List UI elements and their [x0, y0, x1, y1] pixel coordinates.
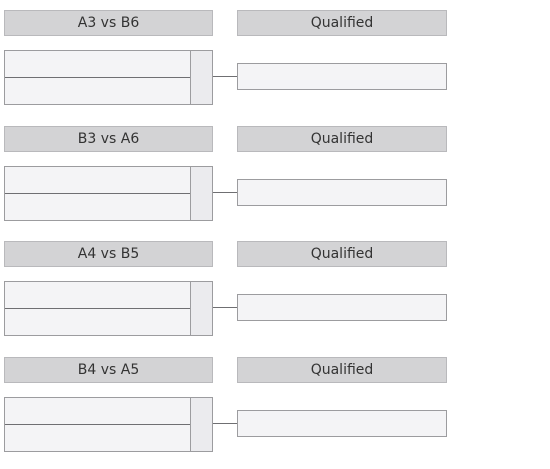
- match-block-2: B3 vs A6 Qualified: [0, 126, 550, 236]
- match-box: [4, 50, 213, 105]
- match-box: [4, 397, 213, 452]
- team-slot-top[interactable]: [5, 167, 190, 193]
- team-slot-bottom[interactable]: [5, 309, 190, 335]
- qualified-title: Qualified: [237, 241, 447, 267]
- bracket-connector: [213, 423, 237, 424]
- match-box: [4, 166, 213, 221]
- match-block-3: A4 vs B5 Qualified: [0, 241, 550, 351]
- score-column: [190, 398, 212, 451]
- team-slot-top[interactable]: [5, 398, 190, 424]
- score-column: [190, 51, 212, 104]
- score-column: [190, 282, 212, 335]
- team-slot-bottom[interactable]: [5, 78, 190, 104]
- qualified-title: Qualified: [237, 10, 447, 36]
- qualified-slot[interactable]: [237, 179, 447, 206]
- match-title: A3 vs B6: [4, 10, 213, 36]
- match-block-4: B4 vs A5 Qualified: [0, 357, 550, 467]
- qualified-title: Qualified: [237, 357, 447, 383]
- match-title: A4 vs B5: [4, 241, 213, 267]
- team-divider: [5, 424, 190, 425]
- team-slot-top[interactable]: [5, 51, 190, 77]
- bracket-connector: [213, 307, 237, 308]
- bracket-connector: [213, 192, 237, 193]
- team-divider: [5, 193, 190, 194]
- qualified-slot[interactable]: [237, 294, 447, 321]
- match-box: [4, 281, 213, 336]
- bracket-connector: [213, 76, 237, 77]
- qualified-title: Qualified: [237, 126, 447, 152]
- match-title: B3 vs A6: [4, 126, 213, 152]
- match-block-1: A3 vs B6 Qualified: [0, 10, 550, 120]
- score-column: [190, 167, 212, 220]
- team-divider: [5, 77, 190, 78]
- team-slot-top[interactable]: [5, 282, 190, 308]
- team-slot-bottom[interactable]: [5, 425, 190, 451]
- match-title: B4 vs A5: [4, 357, 213, 383]
- team-divider: [5, 308, 190, 309]
- qualified-slot[interactable]: [237, 63, 447, 90]
- qualified-slot[interactable]: [237, 410, 447, 437]
- team-slot-bottom[interactable]: [5, 194, 190, 220]
